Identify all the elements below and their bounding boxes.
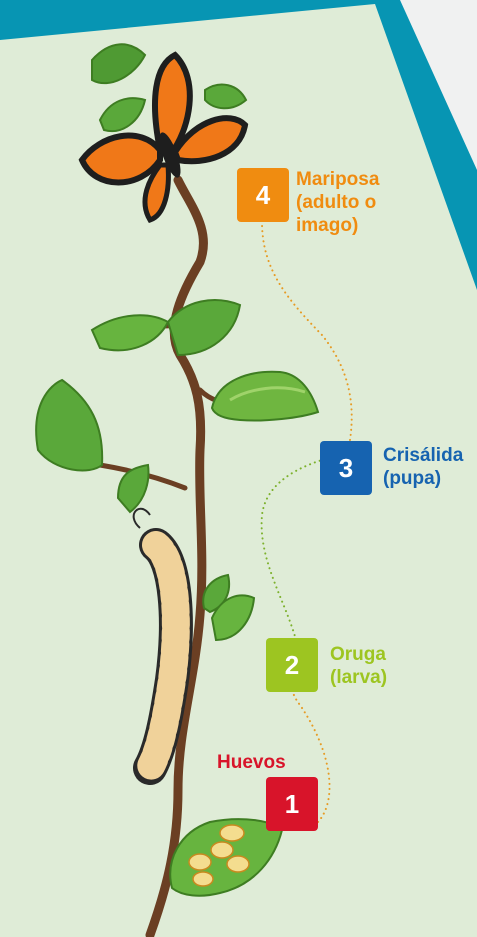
stage-2-label: Oruga (larva) [330, 643, 387, 689]
stage-4-label-line-2: (adulto o [296, 191, 379, 214]
stage-4-label-line-3: imago) [296, 214, 379, 237]
stage-2-label-line-2: (larva) [330, 666, 387, 689]
stage-4-badge: 4 [237, 168, 289, 222]
stage-3-label-line-1: Crisálida [383, 444, 463, 467]
stage-2-label-line-1: Oruga [330, 643, 387, 666]
stage-4-label-line-1: Mariposa [296, 168, 379, 191]
stage-3-label: Crisálida (pupa) [383, 444, 463, 490]
stage-4-label: Mariposa (adulto o imago) [296, 168, 379, 237]
stage-3-label-line-2: (pupa) [383, 467, 463, 490]
stage-1-label: Huevos [217, 751, 286, 774]
stage-3-badge: 3 [320, 441, 372, 495]
stage-1-label-line-1: Huevos [217, 751, 286, 774]
stage-1-badge: 1 [266, 777, 318, 831]
stage-2-badge: 2 [266, 638, 318, 692]
